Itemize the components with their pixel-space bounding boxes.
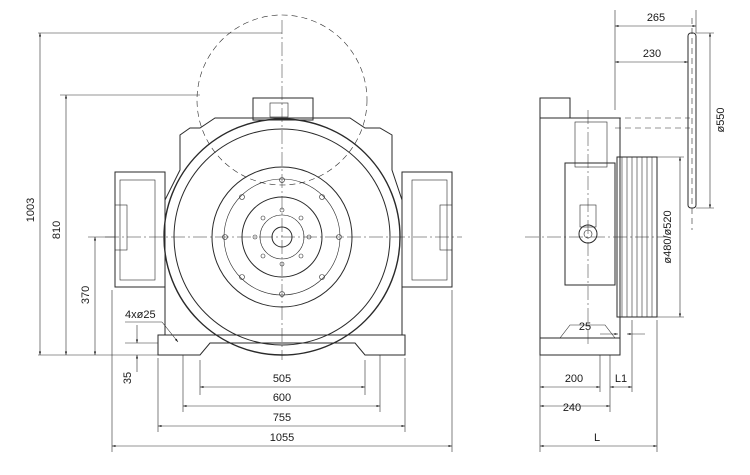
housing-outline — [164, 117, 403, 336]
left-brake-inner — [119, 179, 156, 281]
dim-hole-spacing: 505 — [273, 373, 291, 385]
front-view: 1003 810 370 35 4xø25 505 600 755 1055 — [25, 14, 462, 452]
dim-overall-height: 1003 — [25, 198, 37, 222]
label-mount-holes: 4xø25 — [125, 309, 156, 321]
brake-cover-inner — [269, 102, 289, 118]
dim-base-outer: 755 — [273, 412, 291, 424]
side-view: 265 230 ø550 ø480/ø520 25 200 L1 240 L — [525, 10, 727, 452]
dim-bearing-center-height: 370 — [80, 286, 92, 304]
dim-base-total-depth: 240 — [563, 402, 581, 414]
side-top-box — [539, 97, 571, 119]
dim-sheave-center-height: 810 — [51, 221, 63, 239]
side-body — [539, 117, 621, 339]
side-base — [539, 337, 621, 356]
dim-sheave-diameter: ø480/ø520 — [662, 210, 674, 263]
right-brake — [401, 171, 453, 288]
side-plate — [564, 162, 616, 286]
brake-cover — [252, 97, 314, 121]
side-plate-top — [574, 121, 608, 168]
dim-handwheel-diameter: ø550 — [715, 107, 727, 132]
left-brake-side — [114, 204, 128, 251]
dim-handwheel-offset-outer: 265 — [647, 12, 665, 24]
left-brake — [114, 171, 166, 288]
dim-handwheel-offset-inner: 230 — [643, 48, 661, 60]
base — [157, 334, 406, 356]
dim-base-inner: 600 — [273, 392, 291, 404]
dim-groove-offset: 25 — [579, 321, 591, 333]
dim-groove-length: L1 — [615, 373, 627, 385]
right-brake-inner — [411, 179, 448, 281]
dim-overall-width: 1055 — [270, 432, 294, 444]
dim-overall-length: L — [594, 432, 600, 444]
dim-base-depth: 200 — [565, 373, 583, 385]
right-brake-side — [439, 204, 453, 251]
dim-base-thickness: 35 — [122, 372, 134, 384]
